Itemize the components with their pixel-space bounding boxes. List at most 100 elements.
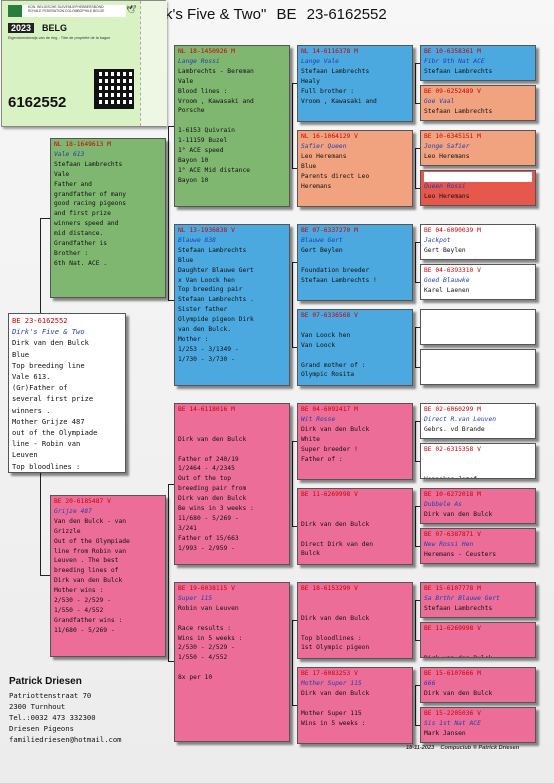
detail-line [178, 425, 286, 435]
detail-line: Mother Super 115 [301, 709, 362, 717]
detail-line: Gert Beylen [424, 246, 466, 254]
sire-header: NL 18-1649613 M [54, 141, 111, 148]
pigeon-name [178, 415, 286, 425]
pigeon-name: Sa Brthr Blauwe Gert [424, 594, 500, 602]
detail-line: Full brother : [301, 87, 355, 95]
detail-line: Stefaan Lambrechts [54, 160, 123, 168]
detail-line: breeding pair from [178, 485, 247, 493]
detail-line: Race results : [178, 624, 232, 632]
detail-line: Out of the top [178, 475, 232, 483]
detail-line: mid distance. [54, 230, 104, 238]
pigeon-name: Lange Vale [301, 57, 339, 65]
detail-line [178, 614, 286, 624]
detail-line: Vroom , Kawasaki and [178, 97, 254, 105]
detail-line: Blue [12, 349, 30, 359]
grandparent-card: BE 14-6118016 M Dirk van den Bulck Fathe… [174, 403, 290, 565]
connector-line [415, 188, 420, 189]
ring-header: BE 07-6336568 V [301, 312, 358, 319]
pigeon-name: 666 [424, 679, 436, 687]
detail-line: Stefaan Lambrechts ! [301, 276, 377, 284]
connector-line [415, 506, 420, 507]
ring-header: BE 02-6060299 M [424, 406, 481, 413]
detail-line: Heremans [301, 182, 332, 190]
pigeon-name [301, 321, 409, 331]
ring-country: BELG [42, 23, 68, 33]
detail-line: Vennekes Jozef [424, 475, 532, 478]
connector-line [415, 546, 420, 547]
detail-line: Stefaan Lambrechts [424, 604, 493, 612]
detail-line: 1° ACE Mid distance [178, 166, 251, 174]
detail-line: Stefaan Lambrechts [424, 107, 493, 115]
connector-line [292, 526, 297, 527]
detail-line: 3/241 [178, 524, 197, 532]
connector-line [168, 484, 169, 662]
connector-line [292, 347, 297, 348]
footer: 18-11-2023 Compuclub ® Patrick Driesen [406, 745, 519, 751]
detail-line: Grandfather wins : [54, 616, 123, 624]
detail-line: Father of 15/663 [178, 534, 239, 542]
dam-header: BE 20-6185487 V [54, 498, 111, 505]
connector-line [415, 685, 420, 686]
pigeon-name: Blauwe 838 [178, 236, 216, 244]
detail-line: winners speed and [54, 220, 119, 228]
detail-line: 2/530 - 2/529 - [178, 644, 235, 652]
connector-line [415, 103, 420, 104]
owner-name: Patrick Driesen [9, 676, 82, 687]
detail-line: Leuven [12, 450, 38, 460]
detail-line: 1st Olympic pigeon [301, 644, 370, 652]
detail-line: 1° ACE speed [178, 147, 224, 155]
ring-year: 2023 [8, 23, 35, 33]
detail-line: Father of : [301, 455, 343, 463]
ring-band-text: KON. BELGISCHE DUIVENLIEFHEBBERSBOND ROY… [8, 5, 126, 17]
connector-line [415, 148, 416, 188]
detail-line: Dirk van den Bulck [12, 338, 89, 348]
connector-line [415, 327, 416, 367]
pigeon-name: Mother Super 115 [301, 679, 362, 687]
detail-line: Heremans - Ceusters [424, 550, 497, 558]
connector-line [415, 242, 416, 282]
connector-line [168, 484, 174, 485]
ring-header: NL 13-1936838 V [178, 227, 235, 234]
connector-line [415, 461, 420, 462]
detail-line: Parents direct Leo [301, 172, 370, 180]
detail-line: van den Bulck. [178, 326, 232, 334]
detail-line: Bayon 10 [178, 176, 209, 184]
main-pigeon-card: BE 23-6162552 Dirk's Five & Two Dirk van… [8, 313, 126, 473]
ring-header: BE 15-6107778 M [424, 585, 481, 592]
detail-line: Top bloodlines : [301, 634, 362, 642]
ring-header: BE 02-6315358 V [424, 446, 481, 453]
dam-card: BE 20-6185487 V Grijze 487 Van den Bulck… [50, 495, 166, 657]
detail-line: x Van Loock hen [178, 276, 235, 284]
detail-line: 2/530 - 2/529 - [54, 597, 111, 605]
pigeon-name: Jonge Safier [424, 142, 470, 150]
detail-line: line - Robin van [12, 439, 81, 449]
detail-line [301, 256, 409, 266]
sire-name: Vale 613 [54, 150, 85, 158]
ring-header: BE 09-6252489 V [424, 88, 481, 95]
connector-line [292, 83, 297, 84]
detail-line: Van den Bulck - van [54, 517, 127, 525]
pigeon-name: New Rossi Hen [424, 540, 474, 548]
connector-line [168, 126, 174, 127]
detail-line: 8x per 10 [178, 674, 213, 682]
detail-line: Vale [54, 170, 70, 178]
pigeon-name: Sis 1st Nat ACE [424, 719, 481, 727]
connector-line [292, 620, 297, 621]
detail-line: Lambrechts - Bereman [178, 67, 254, 75]
detail-line: Mother wins : [54, 587, 104, 595]
ring-number: 6162552 [8, 94, 67, 111]
detail-line: Grizzle [54, 527, 81, 535]
detail-line: Grandfather is [54, 240, 108, 248]
detail-line: Dirk van den Bulck [301, 520, 370, 528]
connector-line [415, 282, 420, 283]
pigeon-name: Safier Queen [301, 142, 347, 150]
detail-line [301, 604, 409, 614]
